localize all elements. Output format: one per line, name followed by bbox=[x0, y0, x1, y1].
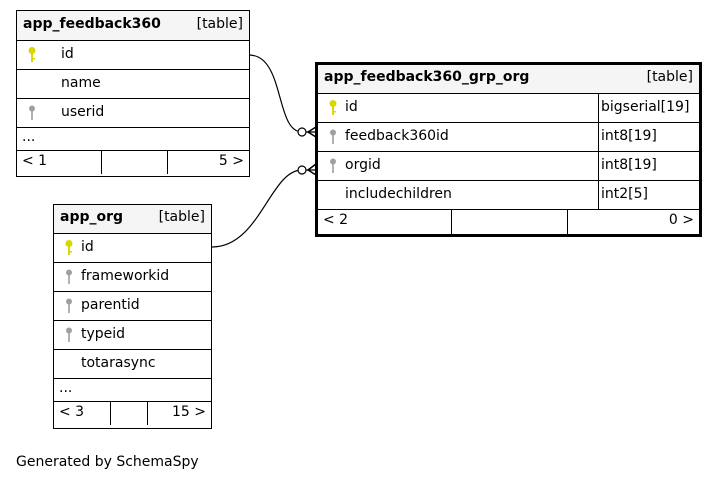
column-type: int2[5] bbox=[601, 186, 648, 202]
column-row: id bbox=[54, 234, 211, 263]
table-name: app_org bbox=[60, 209, 124, 225]
parents-count[interactable]: < 3 bbox=[59, 404, 85, 420]
column-row: id bigserial[19] bbox=[318, 94, 699, 123]
column-row: orgid int8[19] bbox=[318, 152, 699, 181]
foreign-key-icon bbox=[330, 158, 336, 173]
parents-count[interactable]: < 1 bbox=[22, 153, 48, 169]
column-row: typeid bbox=[54, 321, 211, 350]
more-columns: ... bbox=[17, 128, 249, 151]
more-indicator: ... bbox=[22, 129, 36, 145]
column-name: frameworkid bbox=[81, 268, 170, 284]
table-app-feedback360-grp-org[interactable]: app_feedback360_grp_org [table] id bigse… bbox=[315, 62, 702, 237]
column-row: userid bbox=[17, 99, 249, 128]
column-name: userid bbox=[61, 104, 105, 120]
foreign-key-icon bbox=[66, 298, 72, 313]
column-row: totarasync bbox=[54, 350, 211, 379]
crows-foot-icon bbox=[306, 126, 317, 138]
table-header: app_org [table] bbox=[54, 205, 211, 234]
table-type: [table] bbox=[196, 16, 243, 32]
foreign-key-icon bbox=[66, 327, 72, 342]
column-type: int8[19] bbox=[601, 157, 657, 173]
table-name: app_feedback360_grp_org bbox=[324, 69, 530, 85]
column-row: parentid bbox=[54, 292, 211, 321]
table-header: app_feedback360 [table] bbox=[17, 11, 249, 41]
foreign-key-icon bbox=[66, 269, 72, 284]
generated-by-label: Generated by SchemaSpy bbox=[16, 454, 199, 470]
relationship-end-circle bbox=[297, 127, 307, 137]
column-type: int8[19] bbox=[601, 128, 657, 144]
table-app-feedback360[interactable]: app_feedback360 [table] id name userid .… bbox=[16, 10, 250, 177]
primary-key-icon bbox=[329, 100, 337, 115]
column-name: totarasync bbox=[81, 355, 156, 371]
column-name: typeid bbox=[81, 326, 126, 342]
column-row: feedback360id int8[19] bbox=[318, 123, 699, 152]
relationship-end-circle bbox=[297, 165, 307, 175]
column-type: bigserial[19] bbox=[601, 99, 690, 115]
children-count[interactable]: 5 > bbox=[218, 153, 244, 169]
column-row: name bbox=[17, 70, 249, 99]
table-name: app_feedback360 bbox=[23, 16, 161, 32]
crows-foot-icon bbox=[306, 163, 317, 176]
column-row: frameworkid bbox=[54, 263, 211, 292]
column-name: name bbox=[61, 75, 101, 91]
relationship-feedback360-to-grp-org bbox=[248, 54, 316, 133]
table-footer: < 2 0 > bbox=[318, 210, 699, 234]
table-header: app_feedback360_grp_org [table] bbox=[318, 65, 699, 94]
table-footer: < 3 15 > bbox=[54, 402, 211, 425]
column-name: parentid bbox=[81, 297, 140, 313]
column-name: id bbox=[345, 99, 358, 115]
primary-key-icon bbox=[28, 47, 36, 62]
children-count[interactable]: 0 > bbox=[668, 212, 694, 228]
primary-key-icon bbox=[65, 240, 73, 255]
foreign-key-icon bbox=[330, 129, 336, 144]
table-type: [table] bbox=[646, 69, 693, 85]
children-count[interactable]: 15 > bbox=[172, 404, 206, 420]
column-name: id bbox=[81, 239, 94, 255]
table-type: [table] bbox=[158, 209, 205, 225]
more-columns: ... bbox=[54, 379, 211, 402]
table-footer: < 1 5 > bbox=[17, 151, 249, 174]
more-indicator: ... bbox=[59, 380, 73, 396]
column-row: includechildren int2[5] bbox=[318, 181, 699, 210]
relationship-org-to-grp-org bbox=[211, 169, 316, 248]
column-row: id bbox=[17, 41, 249, 70]
column-name: orgid bbox=[345, 157, 381, 173]
parents-count[interactable]: < 2 bbox=[323, 212, 349, 228]
column-name: feedback360id bbox=[345, 128, 449, 144]
column-name: includechildren bbox=[345, 186, 452, 202]
foreign-key-icon bbox=[29, 105, 35, 120]
column-name: id bbox=[61, 46, 74, 62]
table-app-org[interactable]: app_org [table] id frameworkid parentid … bbox=[53, 204, 212, 429]
